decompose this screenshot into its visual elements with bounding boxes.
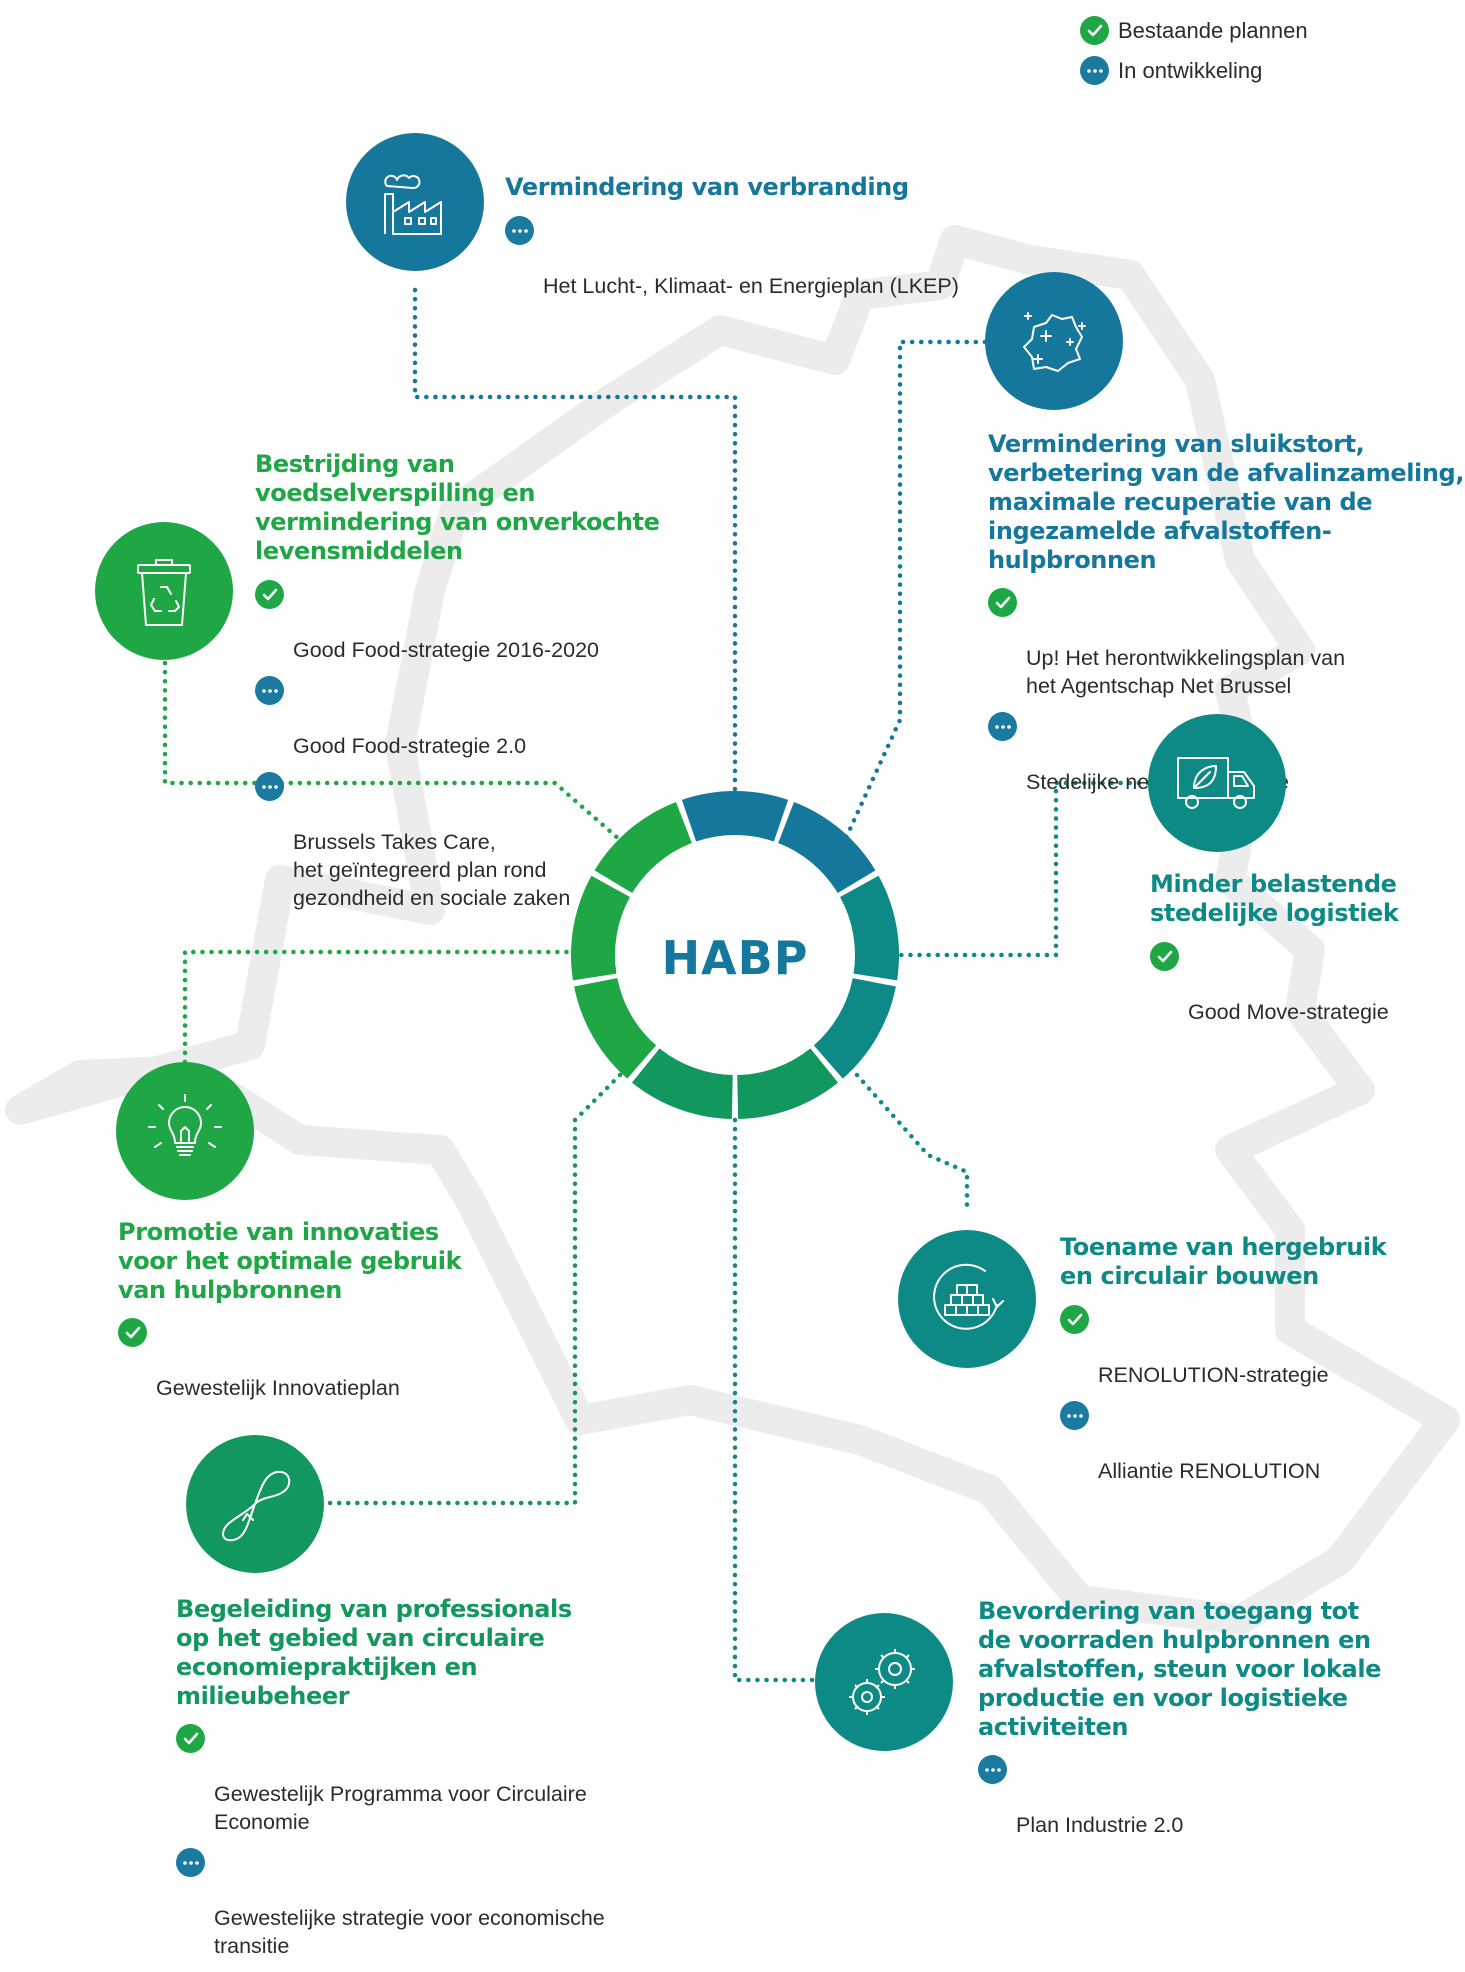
list-item: Good Move-strategie bbox=[1150, 942, 1450, 1026]
list-item-label: Good Move-strategie bbox=[1188, 1000, 1389, 1024]
bouwen-title: Toename van hergebruik en circulair bouw… bbox=[1060, 1233, 1387, 1290]
list-item: Gewestelijke strategie voor economische … bbox=[176, 1848, 676, 1960]
verbranding-title: Vermindering van verbranding bbox=[505, 173, 909, 201]
professionals-title: Begeleiding van professionals op het geb… bbox=[176, 1595, 572, 1710]
infinity-loop-icon bbox=[222, 1470, 291, 1542]
innovatie-items: Gewestelijk Innovatieplan bbox=[118, 1318, 478, 1414]
green-truck-icon bbox=[1177, 757, 1255, 809]
list-item-label: Gewestelijk Innovatieplan bbox=[156, 1376, 400, 1400]
voedsel-title: Bestrijding van voedselverspilling en ve… bbox=[255, 450, 660, 565]
habp-center-label: HABP bbox=[661, 931, 809, 985]
ellipsis-icon bbox=[255, 772, 284, 801]
innovatie-title: Promotie van innovaties voor het optimal… bbox=[118, 1218, 462, 1304]
check-icon bbox=[118, 1318, 147, 1347]
brick-cycle-icon bbox=[933, 1263, 1004, 1330]
list-item: Alliantie RENOLUTION bbox=[1060, 1401, 1440, 1485]
logistiek-items: Good Move-strategie bbox=[1150, 942, 1450, 1038]
professionals-node bbox=[186, 1435, 324, 1573]
ellipsis-icon bbox=[255, 676, 284, 705]
list-item: Up! Het herontwikkelingsplan van het Age… bbox=[988, 588, 1458, 700]
ring-segment-lower-left bbox=[574, 977, 657, 1079]
factory-icon bbox=[384, 174, 442, 235]
ring-segment-lower-right bbox=[813, 977, 896, 1079]
connector-innovatie bbox=[182, 949, 581, 1065]
list-item-label: Up! Het herontwikkelingsplan van het Age… bbox=[1026, 646, 1346, 698]
legend-existing-label: Bestaande plannen bbox=[1118, 18, 1308, 43]
check-icon bbox=[1150, 942, 1179, 971]
connector-professionals bbox=[327, 1067, 628, 1506]
logistiek-node bbox=[1148, 714, 1286, 852]
logistiek-title: Minder belastende stedelijke logistiek bbox=[1150, 870, 1399, 927]
connector-voedsel bbox=[162, 660, 623, 843]
connector-logistiek bbox=[895, 780, 1151, 958]
check-icon bbox=[1080, 16, 1109, 45]
voedsel-node bbox=[95, 522, 233, 660]
list-item: RENOLUTION-strategie bbox=[1060, 1305, 1440, 1389]
list-item: Gewestelijk Innovatieplan bbox=[118, 1318, 478, 1402]
sluikstort-node bbox=[985, 272, 1123, 410]
lightbulb-icon bbox=[148, 1094, 222, 1156]
verbranding-items: Het Lucht-, Klimaat- en Energieplan (LKE… bbox=[505, 216, 1025, 312]
gears-icon bbox=[849, 1649, 915, 1715]
legend-in-development: In ontwikkeling bbox=[1080, 56, 1308, 96]
list-item-label: Good Food-strategie 2016-2020 bbox=[293, 638, 599, 662]
list-item: Het Lucht-, Klimaat- en Energieplan (LKE… bbox=[505, 216, 1025, 300]
list-item-label: Plan Industrie 2.0 bbox=[1016, 1813, 1184, 1837]
ring-segment-upper-right bbox=[777, 801, 876, 894]
ellipsis-icon bbox=[978, 1755, 1007, 1784]
check-icon bbox=[1060, 1305, 1089, 1334]
ring-segment-top bbox=[681, 791, 789, 842]
innovatie-node bbox=[116, 1062, 254, 1200]
connector-bouwen bbox=[854, 1072, 970, 1213]
list-item-label: Good Food-strategie 2.0 bbox=[293, 734, 527, 758]
list-item-label: Het Lucht-, Klimaat- en Energieplan (LKE… bbox=[543, 274, 959, 298]
check-icon bbox=[988, 588, 1017, 617]
ellipsis-icon bbox=[505, 216, 534, 245]
list-item: Good Food-strategie 2016-2020 bbox=[255, 580, 675, 664]
voorraden-title: Bevordering van toegang tot de voorraden… bbox=[978, 1597, 1382, 1741]
list-item-label: Brussels Takes Care, het geïntegreerd pl… bbox=[293, 830, 571, 910]
sluikstort-title: Vermindering van sluikstort, verbetering… bbox=[988, 430, 1465, 574]
clean-city-map-icon bbox=[1023, 312, 1086, 372]
bouwen-node bbox=[898, 1230, 1036, 1368]
legend-existing: Bestaande plannen bbox=[1080, 16, 1308, 56]
list-item: Brussels Takes Care, het geïntegreerd pl… bbox=[255, 772, 675, 912]
ring-segment-left bbox=[571, 875, 631, 981]
connector-verbranding bbox=[412, 287, 738, 803]
list-item: Gewestelijk Programma voor Circulaire Ec… bbox=[176, 1724, 676, 1836]
check-icon bbox=[176, 1724, 205, 1753]
brussels-map-outline bbox=[5, 225, 1460, 1635]
list-item-label: Gewestelijke strategie voor economische … bbox=[214, 1906, 605, 1958]
ellipsis-icon bbox=[988, 712, 1017, 741]
list-item-label: Alliantie RENOLUTION bbox=[1098, 1459, 1321, 1483]
recycle-bin-icon bbox=[137, 559, 191, 626]
legend: Bestaande plannen In ontwikkeling bbox=[1080, 16, 1308, 96]
list-item-label: Gewestelijk Programma voor Circulaire Ec… bbox=[214, 1782, 587, 1834]
list-item: Plan Industrie 2.0 bbox=[978, 1755, 1398, 1839]
bouwen-items: RENOLUTION-strategie Alliantie RENOLUTIO… bbox=[1060, 1305, 1440, 1497]
ellipsis-icon bbox=[1060, 1401, 1089, 1430]
legend-in-development-label: In ontwikkeling bbox=[1118, 58, 1263, 83]
ring-segment-bottom-right bbox=[736, 1047, 839, 1119]
ring-segment-upper-left bbox=[594, 801, 693, 894]
habp-ring bbox=[571, 791, 899, 1119]
voedsel-items: Good Food-strategie 2016-2020 Good Food-… bbox=[255, 580, 675, 924]
voorraden-node bbox=[815, 1613, 953, 1751]
diagram-canvas bbox=[5, 225, 1460, 1683]
verbranding-node bbox=[346, 133, 484, 271]
list-item: Good Food-strategie 2.0 bbox=[255, 676, 675, 760]
connector-sluikstort bbox=[842, 339, 988, 843]
ring-segment-right bbox=[839, 875, 899, 981]
ellipsis-icon bbox=[176, 1848, 205, 1877]
professionals-items: Gewestelijk Programma voor Circulaire Ec… bbox=[176, 1724, 676, 1972]
voorraden-items: Plan Industrie 2.0 bbox=[978, 1755, 1398, 1851]
ring-segment-bottom bbox=[631, 1047, 734, 1119]
ellipsis-icon bbox=[1080, 56, 1109, 85]
check-icon bbox=[255, 580, 284, 609]
list-item-label: RENOLUTION-strategie bbox=[1098, 1363, 1329, 1387]
